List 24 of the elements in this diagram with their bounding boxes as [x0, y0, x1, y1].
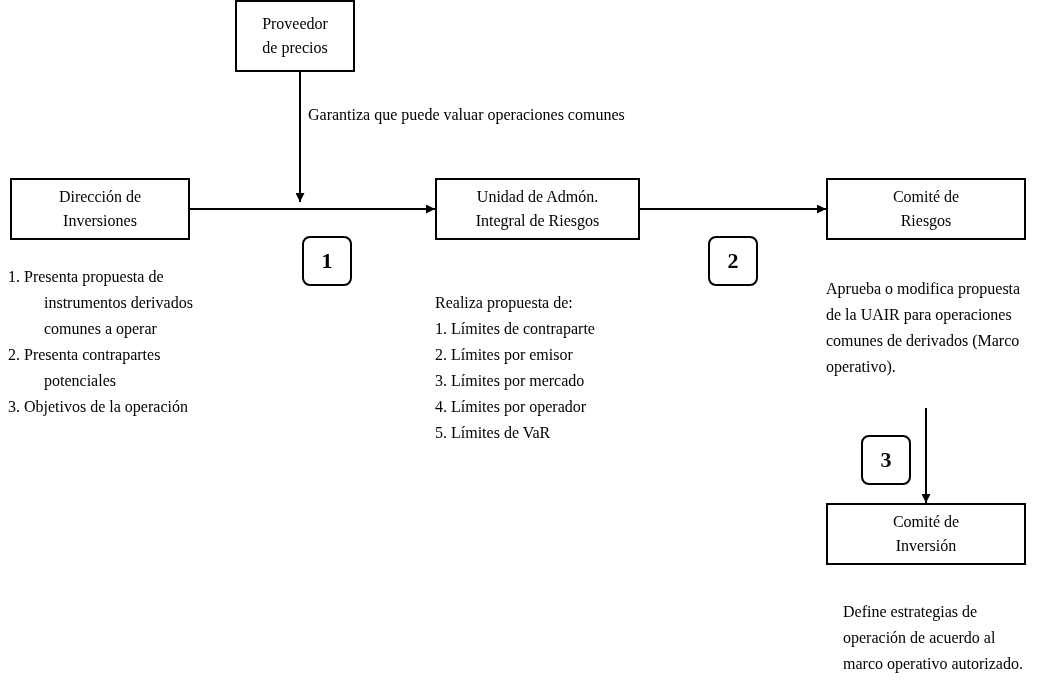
description-text: 3. Límites por mercado [435, 371, 586, 392]
description-text: 3. Objetivos de la operación [8, 397, 189, 418]
process-box: Comité de Riesgos [826, 178, 1026, 240]
step-number: 2 [708, 236, 758, 286]
process-box: Comité de Inversión [826, 503, 1026, 565]
description-text: Realiza propuesta de: [435, 293, 574, 314]
process-box: Proveedor de precios [235, 0, 355, 72]
process-box: Unidad de Admón. Integral de Riesgos [435, 178, 640, 240]
description-text: 2. Límites por emisor [435, 345, 574, 366]
description-text: 4. Límites por operador [435, 397, 588, 418]
description-text: 5. Límites de VaR [435, 423, 552, 443]
description-text: 2. Presenta contrapartes potenciales [8, 345, 162, 392]
process-box: Dirección de Inversiones [10, 178, 190, 240]
description-text: 1. Límites de contraparte [435, 319, 596, 340]
arrow [295, 71, 305, 203]
arrow [639, 204, 827, 214]
step-number: 1 [302, 236, 352, 286]
arrow [921, 407, 931, 504]
note-text: Aprueba o modifica propuesta de la UAIR para operaciones comunes de derivados (Marco operativo). [826, 276, 1031, 408]
note-text: Garantiza que puede valuar operaciones comunes [308, 105, 625, 126]
step-number: 3 [861, 435, 911, 485]
description-text: Define estrategias de operación de acuerdo al marco operativo autorizado. [843, 602, 1024, 675]
description-text: 1. Presenta propuesta de instrumentos derivados comunes a operar [8, 267, 194, 340]
arrow [189, 204, 436, 214]
